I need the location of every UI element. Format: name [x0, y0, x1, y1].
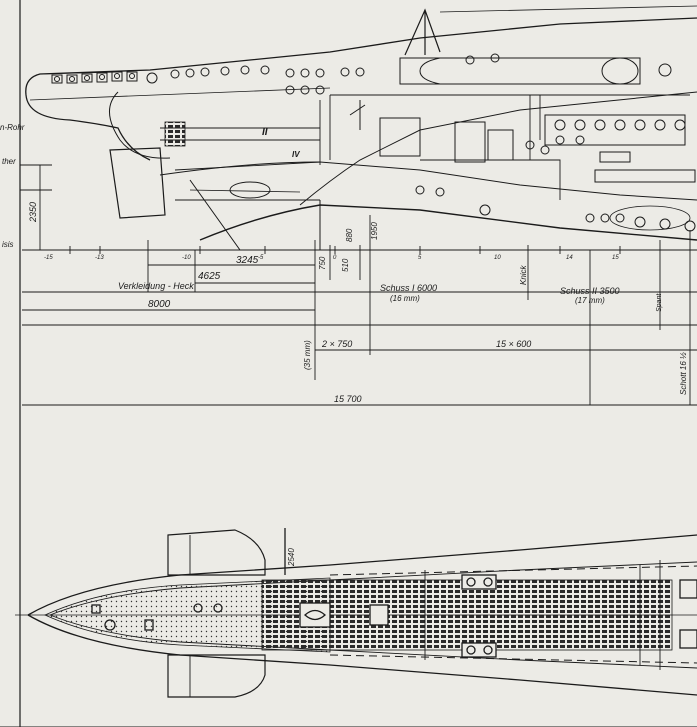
- spant-label: Spant: [656, 293, 663, 312]
- frame-numbers: -15 -13 -10 -5 0 5 10 14 15: [44, 255, 619, 261]
- frame-number: 15: [612, 255, 619, 261]
- dim-8000: 8000: [148, 299, 171, 310]
- dim-1950: 1950: [370, 222, 379, 240]
- schuss-2-mm: (17 mm): [575, 296, 605, 305]
- dim-510: 510: [341, 258, 350, 272]
- schuss-1-label: Schuss I 6000: [380, 283, 437, 293]
- frame-number: 10: [494, 255, 501, 261]
- plan-view: [15, 528, 697, 698]
- side-label-ther: ther: [2, 157, 16, 166]
- dim-2350: 2350: [28, 202, 38, 223]
- dim-3245: 3245: [236, 255, 259, 266]
- section-mark-ii: II: [262, 127, 268, 138]
- schott-label: Schott 16 ½: [679, 352, 688, 395]
- dimension-labels: 2350 3245 4625 750 510 880 1950 Verkleid…: [0, 123, 688, 567]
- side-label-rohr: n-Rohr: [0, 123, 25, 132]
- dim-2540: 2540: [287, 548, 296, 567]
- dim-2x750: 2 × 750: [321, 339, 352, 349]
- frame-number: -10: [182, 255, 191, 261]
- schuss-1-mm: (16 mm): [390, 294, 420, 303]
- section-mark-iv: IV: [292, 150, 300, 159]
- porthole-row: [51, 53, 696, 232]
- side-label-isis: isis: [2, 240, 14, 249]
- frame-number: -5: [258, 255, 264, 261]
- side-elevation: [25, 5, 697, 251]
- dim-880: 880: [345, 228, 354, 242]
- frame-number: -15: [44, 255, 53, 261]
- verkleidung-heck-label: Verkleidung - Heck: [118, 281, 194, 291]
- frame-number: 0: [333, 255, 337, 261]
- dim-35mm: (35 mm): [303, 340, 312, 370]
- dim-750: 750: [318, 256, 327, 270]
- dim-15700: 15 700: [334, 394, 362, 404]
- dimension-lines: [20, 164, 697, 406]
- frame-number: -13: [95, 255, 104, 261]
- dim-15x600: 15 × 600: [496, 339, 531, 349]
- frame-number: 14: [566, 255, 573, 261]
- schuss-2-label: Schuss II 3500: [560, 286, 620, 296]
- knick-label: Knick: [519, 264, 528, 285]
- frame-number: 5: [418, 255, 422, 261]
- dim-4625: 4625: [198, 271, 221, 282]
